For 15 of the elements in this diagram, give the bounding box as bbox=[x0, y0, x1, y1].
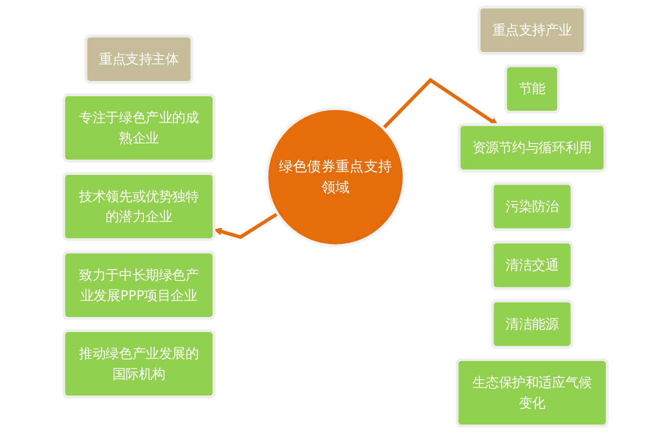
item-box: 资源节约与循环利用 bbox=[458, 123, 606, 172]
topic-circle: 绿色债券重点支持领域 bbox=[266, 107, 406, 247]
header-box: 重点支持主体 bbox=[84, 34, 194, 84]
item-box: 污染防治 bbox=[491, 182, 574, 232]
item-box: 清洁能源 bbox=[491, 300, 574, 349]
item-box: 致力于中长期绿色产业发展PPP项目企业 bbox=[62, 250, 216, 320]
arrow bbox=[214, 212, 278, 239]
item-box: 节能 bbox=[504, 64, 560, 114]
item-box: 推动绿色产业发展的国际机构 bbox=[62, 329, 216, 398]
item-box: 生态保护和适应气候变化 bbox=[456, 358, 609, 428]
item-box: 清洁交通 bbox=[491, 240, 574, 290]
arrow bbox=[382, 78, 498, 130]
header-box: 重点支持产业 bbox=[478, 6, 586, 55]
item-box: 技术领先或优势独特的潜力企业 bbox=[62, 172, 216, 242]
item-box: 专注于绿色产业的成熟企业 bbox=[62, 93, 216, 162]
